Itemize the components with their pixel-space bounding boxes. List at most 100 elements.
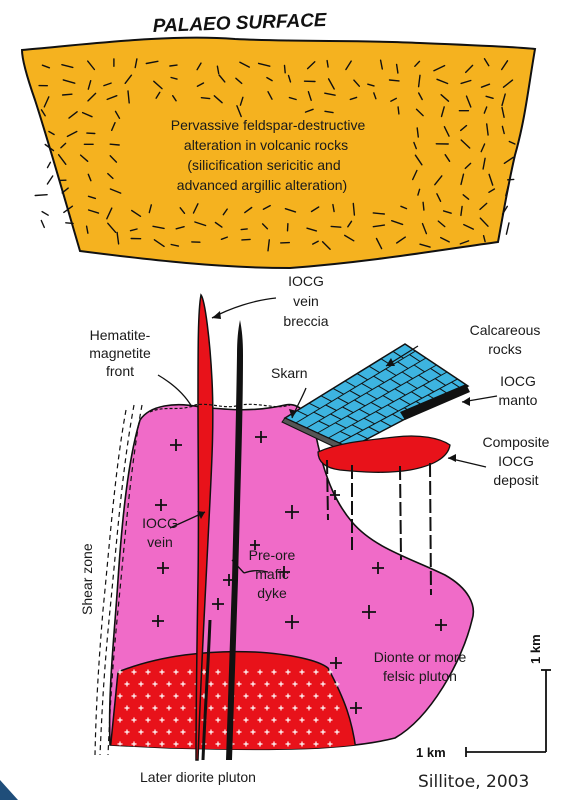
later-pluton-cross [159, 693, 165, 699]
later-pluton-cross [131, 741, 137, 747]
calcareous-joint [320, 395, 332, 402]
volcanic-dash [442, 210, 452, 214]
calcareous-rocks-line-1: Calcareous [470, 322, 541, 338]
later-pluton-cross [243, 741, 249, 747]
volcanic-dash [114, 110, 121, 120]
volcanic-dash [107, 222, 117, 234]
later-pluton-cross [166, 681, 172, 687]
volcanic-dash [129, 228, 138, 232]
calcareous-brick-pattern [295, 350, 463, 444]
volcanic-dash [109, 143, 120, 146]
iocg-manto-line-2: manto [499, 392, 538, 408]
volcanic-dash [483, 58, 490, 67]
volcanic-dash [306, 61, 316, 70]
volcanic-dash [395, 63, 399, 74]
later-pluton-cross [208, 681, 214, 687]
later-pluton-cross [264, 681, 270, 687]
volcanic-dash [65, 222, 74, 225]
later-pluton-cross [236, 681, 242, 687]
later-pluton-cross [187, 741, 193, 747]
later-pluton-cross [327, 669, 333, 675]
later-pluton-cross [278, 729, 284, 735]
volcanic-dash [508, 140, 516, 145]
volcanic-dash [464, 162, 472, 170]
later-pluton-cross [187, 669, 193, 675]
later-pluton-cross [306, 729, 312, 735]
composite-deposit-line-3: deposit [493, 472, 538, 488]
later-pluton-cross [117, 717, 123, 723]
iocg-vein-breccia-label: IOCG vein breccia [283, 273, 328, 329]
volcanic-dash [87, 209, 100, 214]
volcanic-dash [34, 193, 48, 197]
pre-ore-mafic-dyke [226, 320, 243, 760]
volcanic-dash [175, 225, 185, 230]
calcareous-joint [351, 424, 364, 431]
later-pluton-cross [334, 681, 340, 687]
volcanic-dash [196, 82, 205, 88]
volcanic-dash [321, 241, 331, 250]
later-pluton-cross [264, 729, 270, 735]
shear-zone-label: Shear zone [79, 543, 95, 615]
hematite-magnetite-front [149, 403, 291, 413]
volcanic-dash [327, 78, 335, 90]
volcanic-dash [62, 79, 76, 84]
volcanic-dash [109, 188, 122, 194]
later-pluton-cross [215, 669, 221, 675]
volcanic-dash [372, 212, 385, 215]
iocg-vein-breccia-line-2: vein [293, 293, 319, 309]
shear-zone-lines [94, 404, 143, 756]
volcanic-dash [307, 90, 312, 102]
volcanic-dash [79, 154, 89, 163]
later-pluton-cross [243, 717, 249, 723]
volcanic-dash [344, 234, 355, 242]
volcanic-dash [436, 78, 449, 85]
volcanic-dash [397, 106, 400, 115]
volcanic-dash [61, 93, 73, 96]
later-pluton-cross [124, 729, 130, 735]
volcanic-dash [422, 201, 425, 211]
volcanic-dash [330, 225, 342, 228]
later-pluton-cross [285, 693, 291, 699]
volcanic-dash [324, 110, 334, 114]
volcanic-dash [418, 92, 423, 101]
volcanic-dash [488, 173, 494, 186]
calcareous-bedding [306, 357, 427, 429]
volcanic-dash [170, 243, 180, 247]
volcanic-dash [436, 193, 442, 203]
volcanic-dash [390, 97, 397, 102]
later-pluton-cross [117, 693, 123, 699]
volcanic-dash [192, 203, 199, 214]
volcanic-dash [460, 124, 468, 132]
volcanic-dash [155, 91, 161, 99]
volcanic-dash [153, 239, 165, 248]
volcanic-dash [87, 195, 97, 200]
later-pluton-cross [299, 693, 305, 699]
calcareous-joint [363, 417, 375, 425]
volcanic-dash [200, 96, 211, 100]
volcanic-dash [244, 206, 253, 214]
volcanic-dash [396, 236, 406, 244]
palaeo-surface-label: PALAEO SURFACE [152, 10, 328, 37]
calcareous-joint [378, 385, 390, 393]
volcanic-dash [501, 93, 506, 107]
later-pluton-cross [257, 669, 263, 675]
calcareous-joint [430, 367, 442, 376]
skarn-label: Skarn [271, 365, 308, 381]
volcanic-dash [287, 74, 292, 83]
later-pluton-cross [159, 669, 165, 675]
later-pluton-cross [320, 705, 326, 711]
volcanic-dash [485, 95, 494, 100]
calcareous-joint [318, 420, 330, 427]
calcareous-joint [375, 411, 387, 418]
alteration-label: Pervassive feldspar-destructive alterati… [171, 117, 366, 193]
calcareous-joint [339, 430, 352, 438]
volcanic-dash [480, 143, 486, 153]
later-pluton-cross [138, 705, 144, 711]
volcanic-dash [220, 236, 229, 241]
later-pluton-cross [145, 693, 151, 699]
volcanic-dash [400, 205, 408, 210]
later-pluton-cross [138, 729, 144, 735]
later-pluton-cross [334, 705, 340, 711]
volcanic-dash [379, 59, 383, 70]
volcanic-dash [40, 219, 45, 229]
